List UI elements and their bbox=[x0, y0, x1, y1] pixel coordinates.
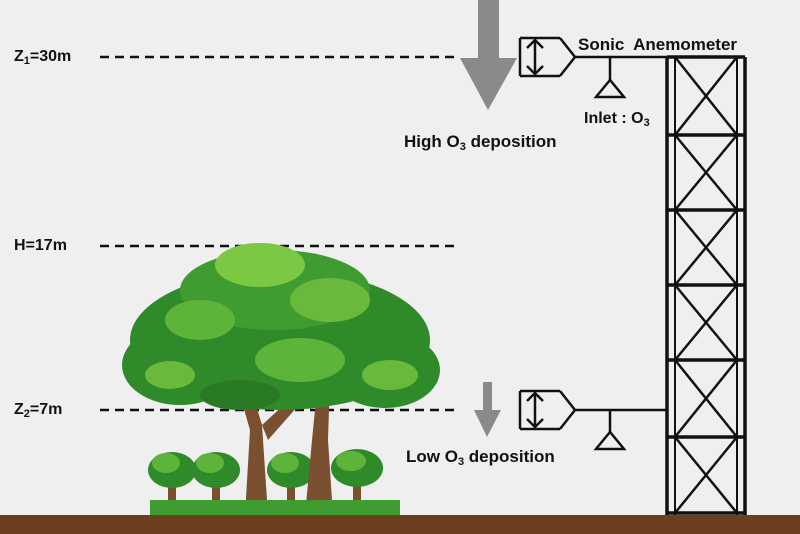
small-trees bbox=[148, 449, 383, 512]
grass bbox=[150, 500, 400, 515]
z1-label: Z1=30m bbox=[14, 48, 72, 67]
z2-label: Z2=7m bbox=[14, 401, 63, 420]
sonic-anemometer-label: Sonic Anemometer bbox=[578, 35, 738, 54]
lower-inlet-icon bbox=[593, 410, 627, 451]
h-label: H=17m bbox=[14, 237, 67, 254]
inlet-label: Inlet : O3 bbox=[584, 110, 650, 129]
measurement-tower bbox=[665, 55, 747, 515]
upper-inlet-icon bbox=[593, 57, 627, 99]
high-deposition-label: High O3 deposition bbox=[404, 132, 557, 153]
low-deposition-arrow bbox=[474, 382, 501, 437]
lower-sonic-anemometer bbox=[518, 389, 667, 431]
ground bbox=[0, 515, 800, 534]
high-deposition-arrow bbox=[460, 0, 517, 110]
low-deposition-label: Low O3 deposition bbox=[406, 447, 555, 468]
upper-sonic-anemometer bbox=[518, 36, 667, 78]
tall-tree bbox=[122, 243, 440, 515]
